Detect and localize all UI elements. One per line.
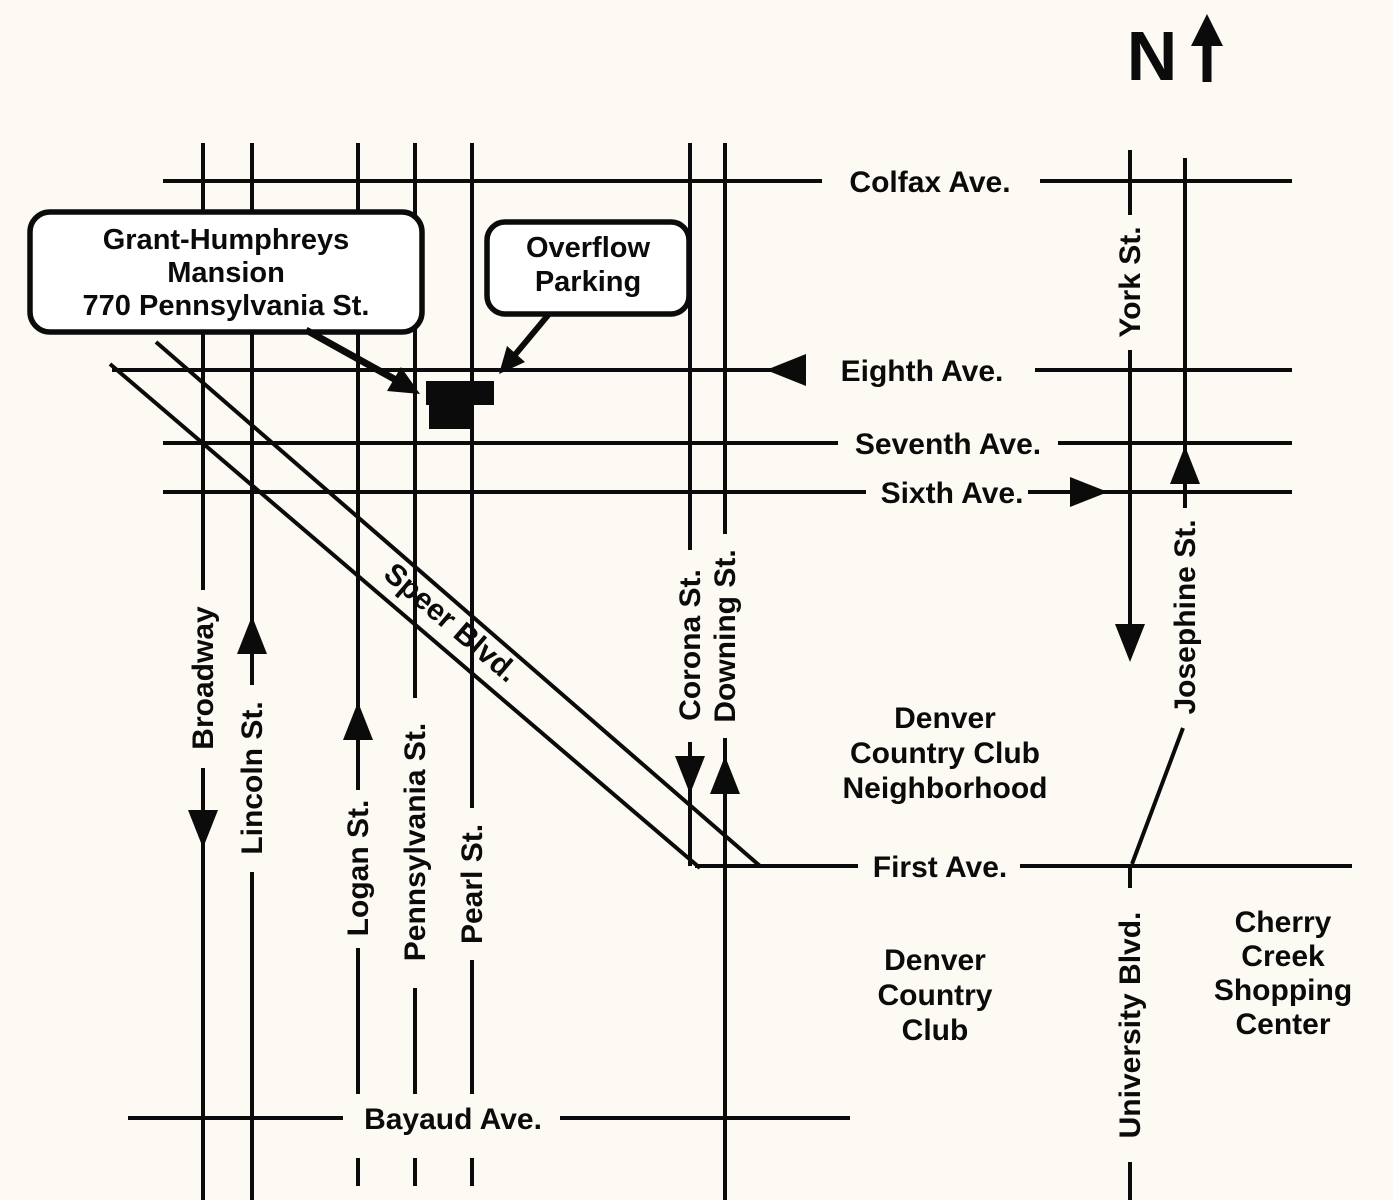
one-way-arrow-west-eighth-ave	[766, 354, 806, 386]
area-label-line: Country	[878, 979, 993, 1012]
mansion-callout-box	[27, 209, 425, 335]
mansion-pointer-arrowhead-icon	[387, 367, 420, 394]
area-label-line: Club	[902, 1014, 969, 1047]
one-way-arrow-south-corona-st	[675, 756, 705, 794]
parking-callout-line1: Overflow	[526, 232, 651, 264]
one-way-arrow-north-lincoln-st	[237, 616, 267, 654]
mansion-pointer-shaft	[304, 326, 398, 384]
street-label-speer: Speer Blvd.	[378, 557, 525, 689]
area-label-line: Creek	[1241, 940, 1325, 973]
street-label-logan: Logan St.	[342, 800, 375, 937]
road-segment-diagonal	[1130, 727, 1185, 865]
area-label-denver-country-club: Denver Country Club	[878, 944, 993, 1047]
area-label-line: Cherry	[1235, 906, 1332, 939]
road-eighth-ave	[112, 354, 1292, 386]
street-label-york: York St.	[1114, 226, 1147, 337]
road-york-st	[1115, 150, 1145, 662]
road-segment	[154, 340, 762, 868]
street-label-colfax: Colfax Ave.	[849, 166, 1010, 199]
street-label-eighth: Eighth Ave.	[841, 355, 1004, 388]
mansion-callout-line3: 770 Pennsylvania St.	[83, 290, 370, 322]
parking-pointer-arrowhead-icon	[499, 346, 525, 374]
street-label-broadway: Broadway	[187, 606, 220, 750]
area-label-line: Country Club	[850, 737, 1040, 770]
street-label-pennsylvania: Pennsylvania St.	[399, 723, 432, 961]
street-label-pearl: Pearl St.	[456, 824, 489, 944]
one-way-arrow-north-downing-st	[710, 756, 740, 794]
mansion-callout: Grant-Humphreys Mansion 770 Pennsylvania…	[27, 209, 425, 394]
one-way-arrow-north-logan-st	[343, 702, 373, 740]
street-label-bayaud: Bayaud Ave.	[364, 1103, 542, 1136]
north-arrow-head	[1191, 14, 1223, 46]
street-label-corona: Corona St.	[674, 569, 707, 721]
street-label-downing: Downing St.	[709, 549, 742, 722]
area-label-cherry-creek-shopping-center: Cherry Creek Shopping Center	[1214, 906, 1352, 1041]
mansion-building-marker	[429, 399, 471, 429]
street-label-first: First Ave.	[873, 851, 1008, 884]
north-arrow-icon	[1191, 14, 1223, 82]
road-downing-st	[710, 143, 740, 1200]
street-label-sixth: Sixth Ave.	[881, 477, 1024, 510]
one-way-arrow-south-york-st	[1115, 624, 1145, 662]
area-label-line: Center	[1235, 1008, 1330, 1041]
mansion-callout-line2: Mansion	[167, 257, 285, 289]
area-label-line: Denver	[894, 702, 996, 735]
area-label-line: Shopping	[1214, 974, 1352, 1007]
road-sixth-ave	[163, 477, 1292, 507]
road-segment	[108, 362, 702, 870]
one-way-arrow-east-sixth-ave	[1070, 477, 1108, 507]
road-speer-blvd	[108, 340, 762, 870]
parking-pointer-shaft	[511, 312, 552, 358]
compass-north-label: N	[1127, 17, 1178, 95]
bayaud-label-backing	[356, 1102, 554, 1140]
road-josephine-st	[1130, 158, 1200, 865]
street-label-university: University Blvd.	[1114, 912, 1147, 1139]
one-way-arrow-north-josephine-st	[1170, 446, 1200, 484]
one-way-arrow-south-broadway	[188, 810, 218, 848]
area-label-denver-country-club-neighborhood: Denver Country Club Neighborhood	[843, 702, 1048, 805]
compass-north: N	[1127, 14, 1223, 95]
area-label-line: Denver	[884, 944, 986, 977]
parking-callout-box	[484, 219, 692, 317]
street-label-lincoln: Lincoln St.	[236, 701, 269, 854]
street-label-seventh: Seventh Ave.	[855, 428, 1041, 461]
area-label-line: Neighborhood	[843, 772, 1048, 805]
street-label-josephine: Josephine St.	[1169, 519, 1202, 714]
mansion-callout-line1: Grant-Humphreys	[103, 224, 350, 256]
parking-callout-line2: Parking	[535, 266, 641, 298]
parking-callout: Overflow Parking	[484, 219, 692, 374]
